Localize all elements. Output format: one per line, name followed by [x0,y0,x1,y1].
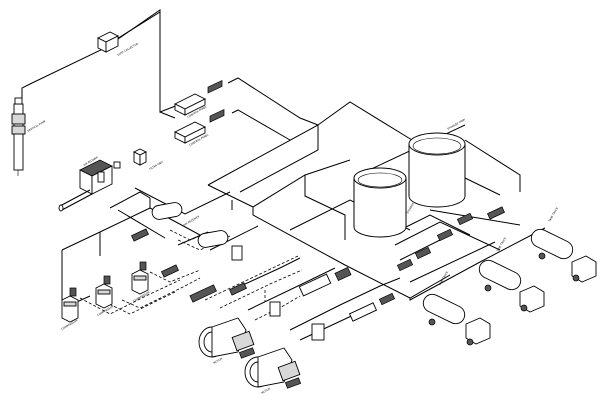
motor-2-label: MOTOR [261,386,272,394]
compressor-3: COMPRESSOR [131,261,150,303]
motor-2: MOTOR [244,347,302,395]
vertical-pump: VERTICAL PUMP [11,97,47,176]
tank-truck-1-label: TANK TRUCK [547,206,559,222]
storage-tank-2: STORAGE TANK [408,117,466,208]
compressor-2: COMPRESSOR [95,275,114,317]
tank-truck-1: TANK TRUCK [530,206,597,283]
control-panel-2: CONTROL PANEL [173,109,225,147]
tank-truck-2: TANK TRUCK [478,236,545,313]
control-panel-1: CONTROL PANEL [173,79,223,119]
tank-truck-3: TANK TRUCK [422,270,491,346]
valve-skids [396,206,505,272]
motor-1-label: MOTOR [213,356,224,364]
compressor-1: COMPRESSOR [61,287,78,331]
mid-skids [131,228,396,341]
air-receiver: AIR RECEIVER [151,202,243,261]
tank-truck-2-label: TANK TRUCK [495,236,507,252]
storage-tank-1: STORAGE TANK [353,167,419,238]
dust-collector: DUST COLLECTOR [96,31,140,57]
air-blower-label: AIR BLOWER [83,155,99,167]
filter-unit-label: FILTER UNIT [149,160,165,171]
tank-truck-3-label: TANK TRUCK [437,270,449,286]
motor-1: MOTOR [198,317,256,365]
air-blower: AIR BLOWER FILTER UNIT [58,148,165,212]
dust-collector-label: DUST COLLECTOR [117,42,140,57]
air-receiver-label: AIR RECEIVER [183,214,201,227]
vertical-pump-label: VERTICAL PUMP [27,119,47,133]
